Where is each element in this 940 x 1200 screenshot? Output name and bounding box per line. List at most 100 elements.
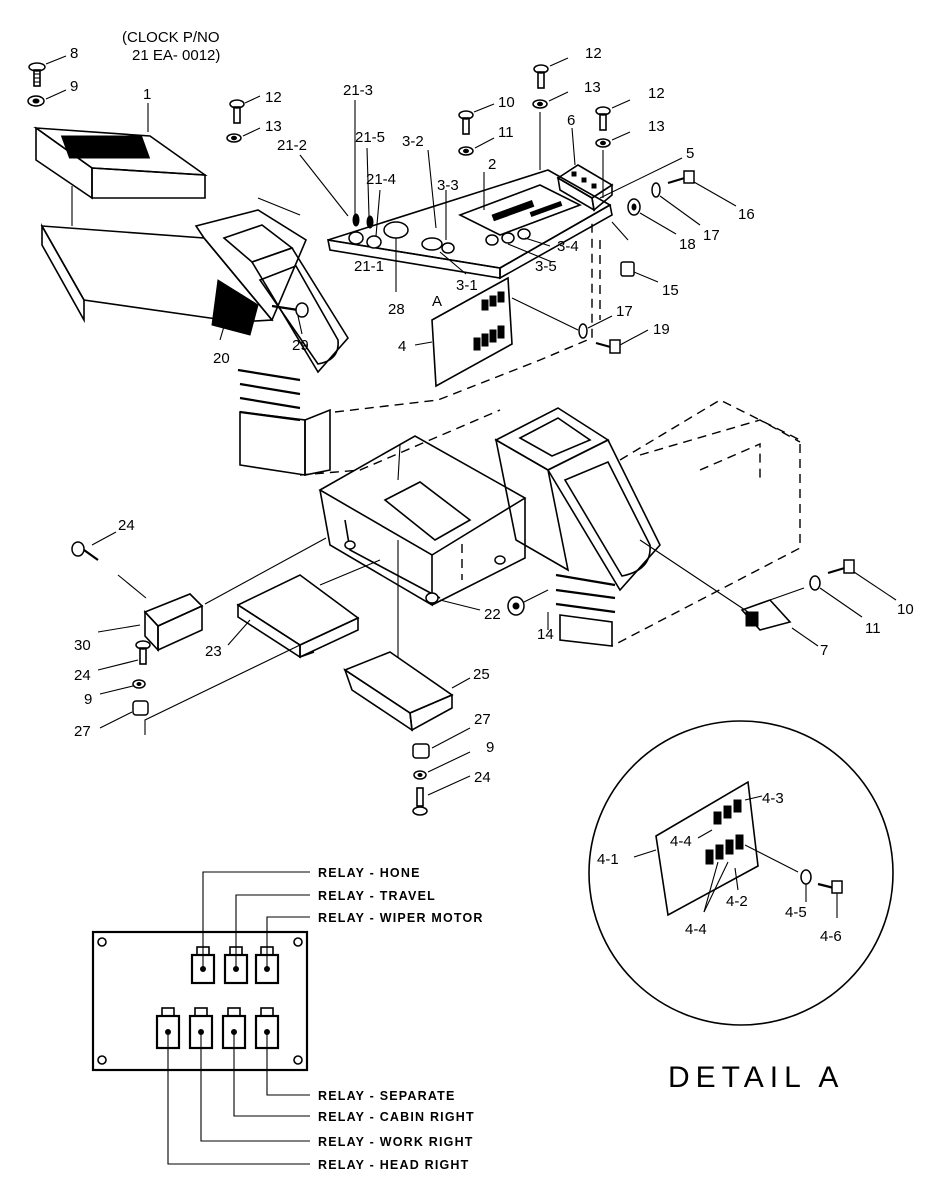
callout-4-6: 4-6 — [820, 928, 842, 945]
relay-label-cabin: RELAY - CABIN RIGHT — [318, 1110, 475, 1124]
part-1-clock-cover — [33, 103, 208, 200]
callout-3-3: 3-3 — [437, 177, 459, 194]
callout-11: 11 — [498, 124, 514, 141]
callout-3-2: 3-2 — [402, 133, 424, 150]
callout-labels: 8 9 1 12 13 21-2 21-3 21-5 21-4 21-1 28 … — [70, 45, 914, 945]
collar-27-b — [412, 727, 471, 759]
part-7-bracket — [639, 539, 819, 647]
instrument-panel — [257, 100, 613, 292]
callout-10: 10 — [498, 94, 515, 111]
callout-16: 16 — [738, 206, 755, 223]
callout-12: 12 — [265, 89, 282, 106]
callout-24: 24 — [118, 517, 135, 534]
callout-13: 13 — [648, 118, 665, 135]
nut-14 — [507, 589, 549, 630]
callout-3-1: 3-1 — [456, 277, 478, 294]
callout-4-4: 4-4 — [685, 921, 707, 938]
washer-11-a — [458, 137, 495, 156]
washer-9-b — [99, 679, 146, 695]
callout-2: 2 — [488, 156, 496, 173]
callout-23: 23 — [205, 643, 222, 660]
screw-12-b — [533, 57, 569, 89]
detail-a-circle — [588, 720, 894, 1026]
screw-24-c — [412, 775, 471, 816]
relay-label-work: RELAY - WORK RIGHT — [318, 1135, 474, 1149]
callout-13: 13 — [584, 79, 601, 96]
callout-30: 30 — [74, 637, 91, 654]
callout-7: 7 — [820, 642, 828, 659]
collar-27-a — [99, 644, 301, 735]
relay-label-separate: RELAY - SEPARATE — [318, 1089, 456, 1103]
bolt-16 — [667, 170, 737, 207]
callout-4-5: 4-5 — [785, 904, 807, 921]
callout-8: 8 — [70, 45, 78, 62]
callout-9: 9 — [70, 78, 78, 95]
callout-19: 19 — [653, 321, 670, 338]
callout-1: 1 — [143, 86, 151, 103]
part-4-relay-board — [414, 276, 513, 388]
callout-27: 27 — [74, 723, 91, 740]
callout-A: A — [432, 293, 442, 310]
part-25-module — [343, 540, 471, 732]
callout-12: 12 — [585, 45, 602, 62]
callout-24: 24 — [74, 667, 91, 684]
relay-board-drawing — [91, 871, 310, 1165]
callout-4-4: 4-4 — [670, 833, 692, 850]
callout-4-2: 4-2 — [726, 893, 748, 910]
washer-13-c — [595, 131, 631, 198]
collar-15 — [620, 261, 659, 283]
callout-11: 11 — [865, 620, 881, 637]
left-console — [40, 186, 349, 476]
callout-15: 15 — [662, 282, 679, 299]
callout-4-3: 4-3 — [762, 790, 784, 807]
part-6-terminal-block — [556, 127, 614, 212]
callout-4-1: 4-1 — [597, 851, 619, 868]
washer-17-b — [511, 297, 613, 339]
callout-27: 27 — [474, 711, 491, 728]
washer-17-a — [651, 182, 701, 226]
right-console — [494, 399, 801, 647]
callout-12: 12 — [648, 85, 665, 102]
callout-13: 13 — [265, 118, 282, 135]
detail-a-title: DETAIL A — [668, 1061, 844, 1094]
callout-9: 9 — [84, 691, 92, 708]
callout-24: 24 — [474, 769, 491, 786]
washer-9-top — [27, 89, 67, 107]
callout-29: 29 — [292, 337, 309, 354]
screw-24-b — [97, 640, 151, 671]
screw-12-a — [229, 95, 261, 124]
callout-14: 14 — [537, 626, 554, 643]
callout-20: 20 — [213, 350, 230, 367]
relay-label-hone: RELAY - HONE — [318, 866, 421, 880]
screw-12-c — [595, 99, 631, 131]
callout-18: 18 — [679, 236, 696, 253]
callout-21-3: 21-3 — [343, 82, 373, 99]
screw-19 — [595, 329, 649, 354]
part-23-module — [227, 559, 381, 659]
part-30-bracket — [97, 537, 327, 653]
bracket-22-box — [318, 435, 527, 611]
relay-label-wiper: RELAY - WIPER MOTOR — [318, 911, 484, 925]
screw-10-b — [827, 559, 897, 601]
screw-29 — [271, 302, 309, 335]
callout-21-1: 21-1 — [354, 258, 384, 275]
callout-25: 25 — [473, 666, 490, 683]
clock-note-line2: 21 EA- 0012) — [132, 47, 220, 64]
callout-5: 5 — [686, 145, 694, 162]
callout-9: 9 — [486, 739, 494, 756]
washer-11-b — [809, 575, 863, 618]
washer-13-a — [226, 127, 261, 143]
washer-9-c — [413, 751, 471, 780]
callout-17: 17 — [703, 227, 720, 244]
part-5-bracket — [599, 157, 683, 241]
callout-10: 10 — [897, 601, 914, 618]
main-cabinet-outline — [299, 218, 601, 476]
callout-4: 4 — [398, 338, 406, 355]
callout-17: 17 — [616, 303, 633, 320]
relay-label-head: RELAY - HEAD RIGHT — [318, 1158, 469, 1172]
callout-6: 6 — [567, 112, 575, 129]
screw-24-a — [71, 531, 117, 561]
callout-22: 22 — [484, 606, 501, 623]
callout-21-2: 21-2 — [277, 137, 307, 154]
